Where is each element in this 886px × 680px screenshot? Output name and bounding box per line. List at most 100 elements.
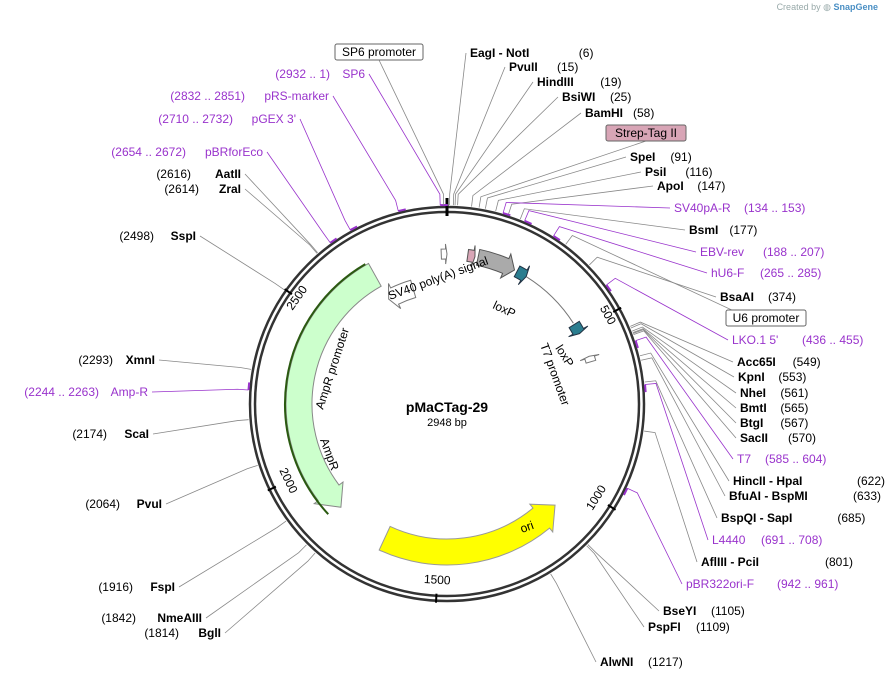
enzyme-position: (801) <box>825 555 853 569</box>
primer-range: (2244 .. 2263) <box>24 385 99 399</box>
primer-leader <box>368 73 441 206</box>
enzyme-bmti: BmtI <box>740 401 767 415</box>
primer-binding-mark <box>552 235 561 241</box>
primer-leader <box>635 336 734 460</box>
enzyme-position: (561) <box>780 386 808 400</box>
enzyme-leader <box>644 380 718 519</box>
enzyme-position: (2498) <box>119 229 154 243</box>
feature-arrows <box>284 243 600 566</box>
plasmid-name: pMaCTag-29 <box>406 399 488 415</box>
credit-prefix: Created by <box>776 2 821 12</box>
enzyme-position: (1105) <box>711 604 745 618</box>
primer-range: (265 .. 285) <box>760 266 821 280</box>
enzyme-position: (567) <box>780 416 808 430</box>
enzyme-position: (1916) <box>98 580 133 594</box>
primer-range: (2710 .. 2732) <box>158 112 233 126</box>
enzyme-alwni: AlwNI <box>600 655 633 669</box>
enzyme-leader <box>630 321 734 363</box>
enzyme-position: (15) <box>557 60 578 74</box>
enzyme-leader <box>152 419 249 435</box>
enzyme-position: (177) <box>729 223 757 237</box>
enzyme-position: (25) <box>610 90 631 104</box>
enzyme-position: (2614) <box>164 182 199 196</box>
enzyme-position: (19) <box>600 75 621 89</box>
enzyme-nmeaiii: NmeAIII <box>157 611 202 625</box>
enzyme-leader <box>641 357 726 497</box>
feature-strep-tag-ii <box>466 245 476 268</box>
enzyme-bspqi: BspQI - SapI <box>721 511 792 525</box>
scale-tick-label: 2000 <box>276 465 300 495</box>
feature-loxp <box>513 265 531 286</box>
primer-pgex-3: pGEX 3' <box>252 112 296 126</box>
enzyme-leader <box>550 573 597 663</box>
enzyme-aatii: AatII <box>215 167 241 181</box>
enzyme-leader <box>165 464 258 505</box>
primer-range: (2832 .. 2851) <box>170 89 245 103</box>
enzyme-position: (1814) <box>144 626 179 640</box>
enzyme-position: (2064) <box>85 497 120 511</box>
enzyme-leader <box>244 173 318 254</box>
primer-leader <box>299 118 351 231</box>
primer-binding-mark <box>644 384 647 393</box>
feature-callout-box <box>334 43 424 61</box>
primer-leader <box>606 277 729 341</box>
enzyme-eagi: EagI - NotI <box>470 46 529 60</box>
enzyme-position: (58) <box>633 106 654 120</box>
primer-range: (2932 .. 1) <box>275 67 330 81</box>
enzyme-fspi: FspI <box>150 580 175 594</box>
enzyme-position: (2616) <box>156 167 191 181</box>
enzyme-position: (1217) <box>648 655 683 669</box>
primer-sp6: SP6 <box>342 67 365 81</box>
primer-amp-r: Amp-R <box>111 385 149 399</box>
enzyme-leader <box>630 323 735 378</box>
enzyme-position: (570) <box>788 431 816 445</box>
enzyme-leader <box>484 156 627 209</box>
feature-callout-box <box>605 124 687 142</box>
feature-callout-leader <box>478 140 647 208</box>
feature-t7-promoter <box>579 354 600 364</box>
enzyme-leader <box>495 171 642 212</box>
enzyme-bsaai: BsaAI <box>720 290 754 304</box>
primer-binding-mark <box>524 219 532 225</box>
primer-lko-1-5: LKO.1 5' <box>732 333 778 347</box>
enzyme-leader <box>507 185 654 215</box>
enzyme-position: (374) <box>768 290 796 304</box>
scale-tick-label: 1000 <box>583 482 609 512</box>
enzyme-leader <box>199 235 285 291</box>
primer-prs-marker: pRS-marker <box>264 89 329 103</box>
primer-binding-mark <box>329 237 338 244</box>
enzyme-zrai: ZraI <box>219 182 241 196</box>
enzyme-position: (91) <box>670 150 691 164</box>
enzyme-pvuii: PvuII <box>509 60 538 74</box>
enzyme-xmni: XmnI <box>126 353 155 367</box>
enzyme-scai: ScaI <box>124 427 149 441</box>
ori-label: ori <box>518 518 535 536</box>
enzyme-bseyi: BseYI <box>663 604 696 618</box>
enzyme-hindiii: HindIII <box>537 75 574 89</box>
enzyme-position: (622) <box>857 474 885 488</box>
enzyme-position: (1109) <box>696 620 730 634</box>
enzyme-leader <box>587 544 660 612</box>
loxp-label: loxP <box>491 298 518 321</box>
enzyme-apoi: ApoI <box>657 179 684 193</box>
primer-binding-mark <box>605 284 612 292</box>
scale-tick-mark <box>267 485 277 492</box>
enzyme-btgi: BtgI <box>740 416 763 430</box>
enzyme-leader <box>644 430 698 563</box>
primer-leader <box>502 202 671 214</box>
enzyme-position: (2174) <box>72 427 107 441</box>
enzyme-bsiwi: BsiWI <box>562 90 595 104</box>
primer-binding-mark <box>349 225 358 231</box>
feature-ampr <box>285 262 382 508</box>
primer-leader <box>553 226 708 274</box>
enzyme-position: (116) <box>685 165 712 179</box>
enzyme-leader <box>639 352 730 482</box>
primer-range: (691 .. 708) <box>761 533 822 547</box>
enzyme-position: (6) <box>579 46 594 60</box>
sv40-polya-label: SV40 poly(A) signal <box>386 254 490 303</box>
enzyme-position: (2293) <box>78 353 113 367</box>
enzyme-leader <box>632 329 737 424</box>
enzyme-bfuai: BfuAI - BspMI <box>729 489 808 503</box>
enzyme-nhei: NheI <box>740 386 766 400</box>
